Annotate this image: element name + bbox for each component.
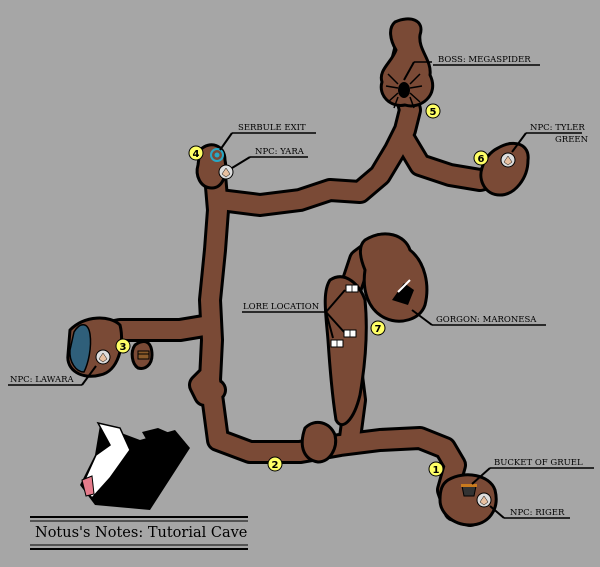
gorgon-icon[interactable] [392,279,414,305]
gorgon-label: GORGON: MARONESA [436,315,537,325]
lore-callout: LORE LOCATION [242,289,346,339]
svg-text:3: 3 [120,342,127,353]
tyler-label-1: NPC: TYLER [530,123,585,133]
lore-label: LORE LOCATION [243,302,320,312]
riger-callout: NPC: RIGER [489,505,570,519]
npc-head-icon[interactable] [500,152,516,168]
marker-6[interactable]: 6 [473,150,489,166]
svg-text:6: 6 [478,154,485,165]
spider-icon[interactable] [385,73,423,109]
chest-icon[interactable] [137,350,150,360]
tyler-label-2: GREEN [555,135,589,145]
gorgon-callout: GORGON: MARONESA [411,309,546,326]
npc-head-icon[interactable] [95,349,111,365]
svg-text:2: 2 [272,460,279,471]
book-icon[interactable] [330,339,344,348]
markers: 1 2 3 4 5 6 7 [115,103,489,477]
map-title: Notus's Notes: Tutorial Cave [35,525,247,541]
gruel-label: BUCKET OF GRUEL [494,458,583,468]
npc-head-icon[interactable] [476,492,492,508]
npc-head-icon[interactable] [218,164,234,180]
title-block: Notus's Notes: Tutorial Cave [30,516,248,550]
marker-3[interactable]: 3 [115,338,131,354]
gruel-callout: BUCKET OF GRUEL [471,458,594,485]
svg-text:4: 4 [193,149,200,160]
portal-icon[interactable] [210,148,224,162]
riger-label: NPC: RIGER [510,508,565,518]
svg-text:1: 1 [433,465,440,476]
water-pool [69,324,92,373]
boss-callout: BOSS: MEGASPIDER [403,55,540,81]
svg-text:7: 7 [375,324,382,335]
svg-text:5: 5 [430,107,437,118]
book-icon[interactable] [345,284,359,293]
tyler-callout: NPC: TYLER GREEN [511,123,589,153]
marker-4[interactable]: 4 [188,145,204,161]
cow-logo-icon [80,421,190,510]
lawara-label: NPC: LAWARA [10,375,75,385]
marker-5[interactable]: 5 [425,103,441,119]
marker-1[interactable]: 1 [428,461,444,477]
book-icon[interactable] [343,329,357,338]
yara-callout: NPC: YARA [231,147,308,169]
marker-7[interactable]: 7 [370,320,386,336]
boss-label: BOSS: MEGASPIDER [438,55,531,65]
lawara-callout: NPC: LAWARA [8,365,97,386]
bucket-icon[interactable] [461,484,477,497]
yara-label: NPC: YARA [255,147,305,157]
marker-2[interactable]: 2 [267,456,283,472]
exit-label: SERBULE EXIT [238,123,306,133]
exit-callout: SERBULE EXIT [219,123,316,151]
